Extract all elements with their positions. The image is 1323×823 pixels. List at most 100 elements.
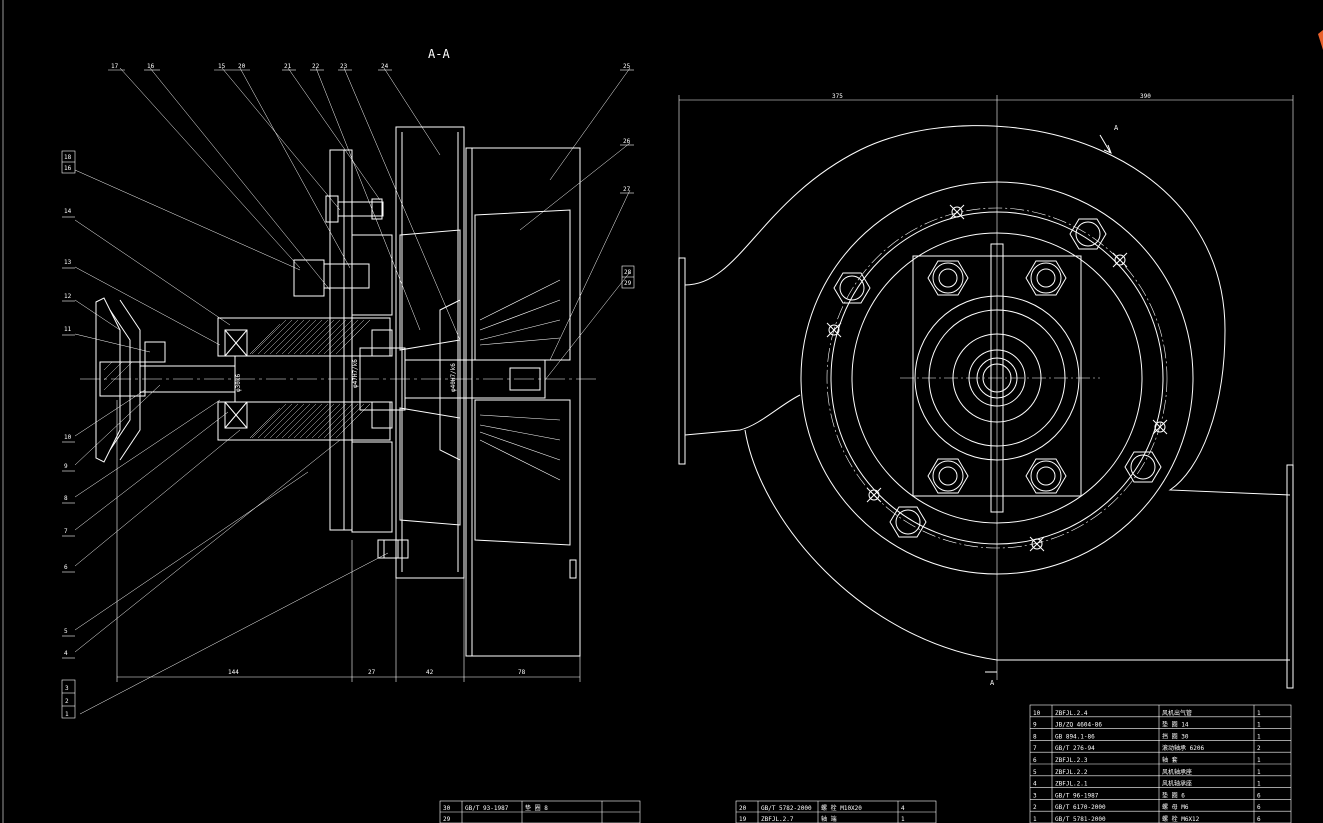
balloon-24: 24 (381, 63, 389, 70)
balloon-12: 12 (64, 293, 72, 300)
table-cell-no: 4 (1033, 781, 1037, 788)
table-cell-name: 风机轴承座 (1162, 780, 1192, 788)
balloon-8: 8 (64, 495, 68, 502)
table-cell-name: 风机出气管 (1162, 709, 1192, 717)
table-cell-code: GB/T 276-94 (1055, 745, 1095, 752)
impeller (399, 147, 581, 657)
table-cell-name: 垫 圈 6 (1162, 791, 1185, 799)
dimension-375: 375 (832, 93, 843, 100)
casing-wall (395, 126, 465, 579)
parts-list-left: 30 GB/T 93-1987 垫 圈 8 29 (439, 800, 641, 823)
table-cell-name: 垫 圈 8 (525, 804, 548, 812)
balloon-25: 25 (623, 63, 631, 70)
table-cell-name: 挡 圈 30 (1162, 732, 1189, 740)
table-cell-code: ZBFJL.2.2 (1055, 769, 1088, 776)
front-view: 375 390 A A (678, 93, 1294, 689)
hatch-line (317, 403, 353, 439)
shaft: φ30k6 φ47H7/k6 φ40H7/k6 (139, 347, 546, 411)
table-cell-name: 风机轴承座 (1162, 768, 1192, 776)
balloon-17: 17 (111, 63, 119, 70)
corner-marker (1318, 30, 1323, 50)
hatch-line (365, 319, 371, 325)
table-cell-no: 7 (1033, 745, 1037, 752)
hatch-line (281, 319, 317, 355)
table-cell-qty: 1 (1257, 710, 1261, 717)
table-cell-qty: 6 (1257, 792, 1261, 799)
hatch-line (275, 319, 311, 355)
balloon-13: 13 (64, 259, 72, 266)
dimension-390: 390 (1140, 93, 1151, 100)
hatch-line (365, 403, 371, 409)
table-cell-qty: 6 (1257, 804, 1261, 811)
hatch-line (287, 403, 323, 439)
balloon-1: 1 (65, 711, 69, 718)
balloon-21: 21 (284, 63, 292, 70)
diameter-callout-2: φ47H7/k6 (352, 359, 359, 388)
table-cell-qty: 6 (1257, 816, 1261, 823)
table-cell-qty: 1 (1257, 722, 1261, 729)
hatch-line (293, 403, 329, 439)
balloon-29: 29 (624, 280, 632, 287)
hatch-line (269, 403, 305, 439)
balloon-15: 15 (218, 63, 226, 70)
balloon-6: 6 (64, 564, 68, 571)
table-cell-no: 29 (443, 816, 451, 823)
hex-bolt-2 (1025, 260, 1067, 296)
bolt-hole-markers (826, 204, 1168, 552)
table-cell-qty: 1 (1257, 769, 1261, 776)
table-cell-no: 20 (739, 805, 747, 812)
hex-bolt-7 (1124, 451, 1162, 483)
table-cell-qty: 1 (1257, 733, 1261, 740)
table-cell-code: ZBFJL.2.7 (761, 816, 794, 823)
table-cell-no: 10 (1033, 710, 1041, 717)
leader-lines (74, 67, 631, 715)
mounting-plate (329, 149, 393, 533)
bottom-dimensions: 144 27 42 78 (116, 400, 581, 682)
balloon-20: 20 (238, 63, 246, 70)
balloon-2: 2 (65, 698, 69, 705)
hatch-line (269, 319, 305, 355)
table-cell-no: 8 (1033, 733, 1037, 740)
balloon-18: 18 (64, 154, 72, 161)
dimension-42: 42 (426, 669, 434, 676)
table-cell-code: ZBFJL.2.1 (1055, 781, 1088, 788)
hatch-line (275, 403, 311, 439)
balloon-4: 4 (64, 650, 68, 657)
table-cell-no: 30 (443, 805, 451, 812)
hatch-line (299, 319, 335, 355)
table-cell-no: 2 (1033, 804, 1037, 811)
table-cell-code: GB/T 6170-2000 (1055, 804, 1106, 811)
dimension-144: 144 (228, 669, 239, 676)
table-cell-name: 垫 圈 14 (1162, 721, 1189, 729)
balloon-7: 7 (64, 528, 68, 535)
hex-bolt-3 (927, 458, 969, 494)
hatch-line (311, 403, 347, 439)
hatch-line (257, 403, 293, 439)
table-cell-qty: 2 (1257, 745, 1261, 752)
hex-bolt-5 (833, 272, 871, 304)
balloon-27: 27 (623, 186, 631, 193)
balloon-11: 11 (64, 326, 72, 333)
balloon-26: 26 (623, 138, 631, 145)
hatch-line (305, 319, 341, 355)
concentric-circles (800, 181, 1194, 575)
hatch-line (251, 403, 287, 439)
table-cell-code: ZBFJL.2.4 (1055, 710, 1088, 717)
balloon-23: 23 (340, 63, 348, 70)
dimension-27: 27 (368, 669, 376, 676)
balloon-16: 16 (64, 165, 72, 172)
hatch-line (257, 319, 293, 355)
section-title: A-A (428, 47, 450, 61)
table-cell-no: 9 (1033, 722, 1037, 729)
table-cell-name: 螺 母 M6 (1162, 803, 1189, 811)
table-cell-code: GB/T 93-1987 (465, 805, 509, 812)
balloon-28: 28 (624, 269, 632, 276)
section-arrow-label-bottom: A (990, 679, 995, 687)
hatch-line (249, 323, 281, 355)
balloon-row-top: 17 16 15 20 21 22 23 24 25 (108, 63, 634, 71)
balloon-10: 10 (64, 434, 72, 441)
hex-bolt-1 (927, 260, 969, 296)
balloon-14: 14 (64, 208, 72, 215)
